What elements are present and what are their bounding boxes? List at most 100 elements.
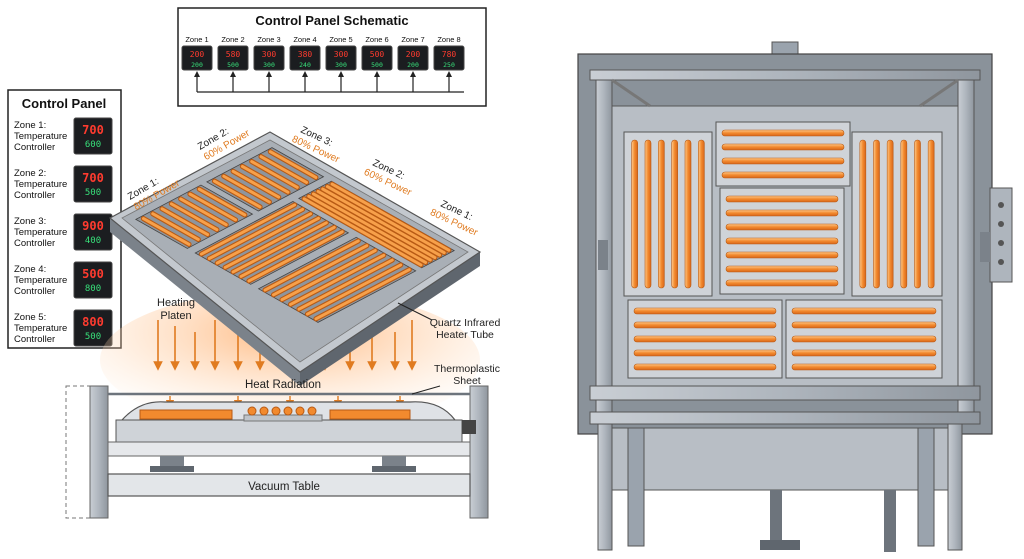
zone-pv-readout: 780: [442, 50, 457, 59]
zone-display: [397, 45, 429, 71]
controller-label: Controller: [14, 238, 55, 249]
controller-pv-readout: 500: [82, 267, 104, 281]
controller-label: Zone 5:: [14, 312, 46, 323]
controller-label: Zone 4:: [14, 264, 46, 275]
quartz-heater-tube: [633, 335, 777, 343]
controller-sv-readout: 500: [85, 332, 101, 342]
heat-radiation-label: Heat Radiation: [245, 379, 321, 391]
controller-pv-readout: 900: [82, 219, 104, 233]
quartz-heater-tube: [725, 279, 839, 287]
quartz-tube-label: Quartz Infrared: [430, 317, 501, 329]
controller-display: [73, 309, 113, 347]
control-panel: Control Panel Zone 1:TemperatureControll…: [7, 89, 122, 349]
schematic-zone-label: Zone 6: [365, 35, 388, 44]
quartz-heater-tube: [671, 139, 678, 289]
controller-sv-readout: 400: [85, 236, 101, 246]
thermoplastic-sheet-label: Sheet: [453, 375, 481, 387]
quartz-heater-tube: [886, 139, 894, 289]
platen-heater-zone: [135, 184, 254, 249]
heating-platen-label: Heating: [157, 297, 195, 309]
quartz-heater-tube: [791, 335, 937, 343]
zone-sv-readout: 300: [263, 61, 275, 69]
control-panel-schematic: Control Panel Schematic Zone 1200200Zone…: [177, 7, 487, 107]
controller-pv-readout: 800: [82, 315, 104, 329]
schematic-zone-label: Zone 3: [257, 35, 280, 44]
zone-display: [253, 45, 285, 71]
heating-platen: [108, 131, 482, 386]
quartz-heater-tube: [791, 307, 937, 315]
vacuum-table: Vacuum Table: [65, 385, 489, 519]
quartz-heater-tube: [725, 223, 839, 231]
controller-label: Temperature: [14, 131, 67, 142]
zone-display: [289, 45, 321, 71]
zone-pv-readout: 380: [298, 50, 313, 59]
zone-sv-readout: 200: [407, 61, 419, 69]
controller-label: Controller: [14, 286, 55, 297]
schematic-zone-label: Zone 4: [293, 35, 316, 44]
quartz-heater-tube: [633, 307, 777, 315]
quartz-heater-tube: [725, 265, 839, 273]
zone-pv-readout: 580: [226, 50, 241, 59]
schematic-zone-label: Zone 7: [401, 35, 424, 44]
sheet-leader-line: [411, 385, 441, 395]
quartz-heater-tube: [633, 363, 777, 371]
zone-display: [325, 45, 357, 71]
controller-pv-readout: 700: [82, 123, 104, 137]
quartz-heater-tube: [791, 349, 937, 357]
zone-sv-readout: 250: [443, 61, 455, 69]
quartz-heater-tube: [721, 129, 845, 137]
controller-label: Controller: [14, 190, 55, 201]
schematic-zone-label: Zone 1: [185, 35, 208, 44]
control-panel-title: Control Panel: [22, 96, 107, 111]
quartz-heater-tube: [644, 139, 652, 289]
controller-label: Temperature: [14, 179, 67, 190]
controller-pv-readout: 700: [82, 171, 104, 185]
controller-label: Temperature: [14, 227, 67, 238]
zone-pv-readout: 200: [190, 50, 205, 59]
heating-platen-label: Platen: [160, 310, 191, 322]
quartz-heater-tube: [791, 363, 937, 371]
controller-sv-readout: 500: [85, 188, 101, 198]
quartz-heater-tube: [927, 139, 935, 289]
zone-display: [433, 45, 465, 71]
zone-display: [361, 45, 393, 71]
zone-sv-readout: 500: [371, 61, 383, 69]
schematic-zone-label: Zone 2: [221, 35, 244, 44]
controller-label: Zone 1:: [14, 120, 46, 131]
platen-heater-zone: [298, 180, 455, 269]
quartz-heater-tube: [698, 139, 705, 289]
controller-label: Controller: [14, 334, 55, 345]
zone-pv-readout: 500: [370, 50, 385, 59]
controller-sv-readout: 600: [85, 140, 101, 150]
schematic-zone: Zone 6 500 500: [361, 35, 393, 92]
quartz-heater-tube: [721, 143, 845, 151]
quartz-heater-tube: [725, 237, 839, 245]
controller-display: [73, 261, 113, 299]
schematic-title: Control Panel Schematic: [255, 13, 408, 28]
quartz-heater-tube: [658, 139, 665, 289]
zone-sv-readout: 200: [191, 61, 203, 69]
thermoplastic-sheet-label: Thermoplastic: [434, 363, 500, 375]
controller-label: Zone 3:: [14, 216, 46, 227]
schematic-zone: Zone 1 200 200: [181, 35, 213, 92]
zone-sv-readout: 500: [227, 61, 239, 69]
schematic-zone-label: Zone 8: [437, 35, 460, 44]
controller-display: [73, 117, 113, 155]
zone-display: [181, 45, 213, 71]
zone-display: [217, 45, 249, 71]
quartz-tube-label: Heater Tube: [436, 329, 494, 341]
quartz-heater-tube: [721, 171, 845, 179]
controller-sv-readout: 800: [85, 284, 101, 294]
quartz-heater-tube: [873, 139, 880, 289]
schematic-zone: Zone 2 580 500: [217, 35, 249, 92]
quartz-heater-tube: [725, 251, 839, 259]
